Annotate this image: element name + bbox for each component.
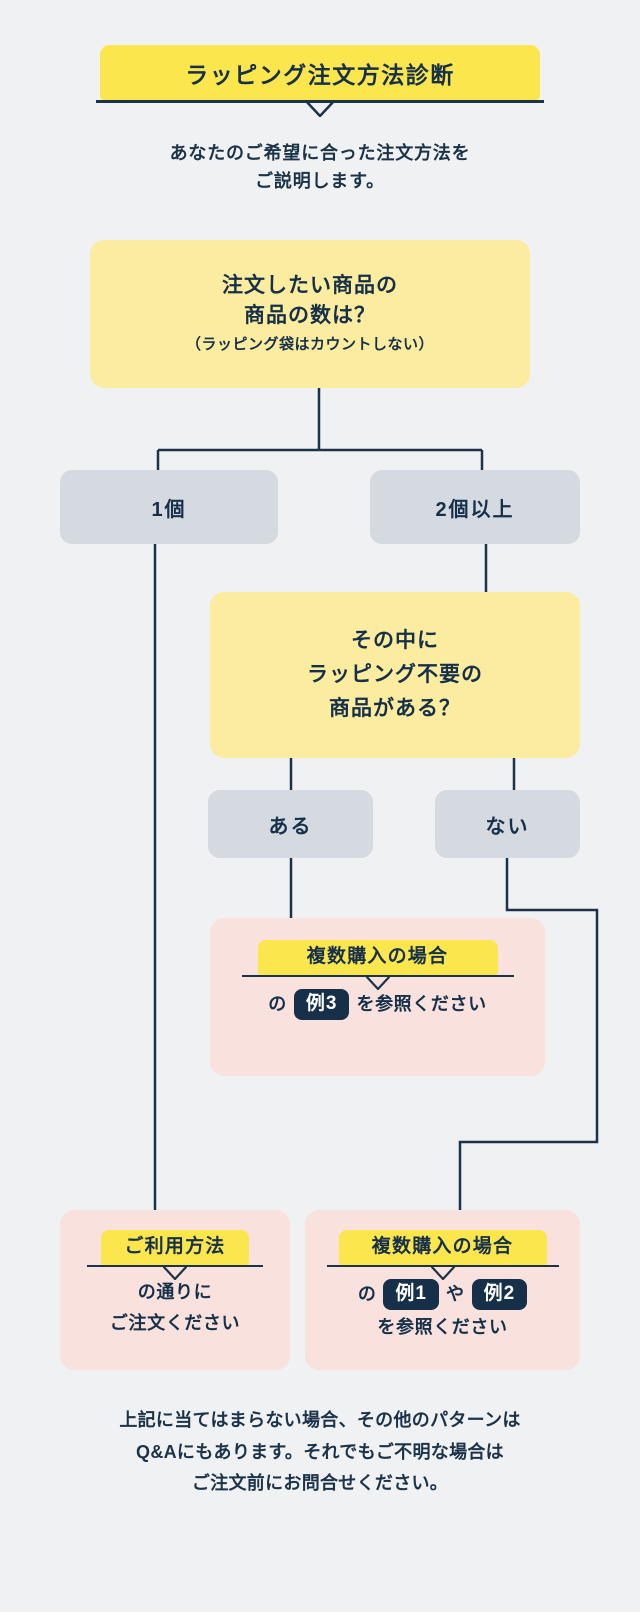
question-box-item-count: 注文したい商品の 商品の数は？ （ラッピング袋はカウントしない） [90, 240, 530, 388]
result-mid-text: の 例3 を参照ください [268, 988, 487, 1021]
result-right-pill-example2[interactable]: 例2 [471, 1278, 528, 1311]
result-right-conj: や [446, 1284, 465, 1305]
answer-many-label: 2個以上 [435, 498, 515, 521]
answer-one-label: 1個 [151, 498, 187, 521]
page-title: ラッピング注文方法診断 [185, 61, 455, 88]
title-notch-icon [306, 101, 334, 117]
result-mid-chip-group: 複数購入の場合 [241, 940, 514, 990]
result-left-line-1: の通りに [137, 1281, 213, 1302]
result-box-example-1-2: 複数購入の場合 の 例1 や 例2 を参照ください [305, 1210, 580, 1370]
result-right-line-1: の 例1 や 例2 [357, 1278, 528, 1311]
result-right-pill-example1[interactable]: 例1 [383, 1278, 439, 1311]
lead-line-2: ご説明します。 [255, 170, 385, 191]
q1-line-1: 注文したい商品の [222, 273, 398, 297]
result-box-example-3: 複数購入の場合 の 例3 を参照ください [210, 918, 545, 1076]
footer-line-2: Q&Aにもあります。それでもご不明な場合は [136, 1441, 504, 1462]
result-left-notch-icon [163, 1265, 187, 1280]
result-box-usage-guide: ご利用方法 の通りに ご注文ください [60, 1210, 290, 1370]
result-mid-pill-example3[interactable]: 例3 [293, 988, 350, 1021]
result-left-text: の通りに ご注文ください [110, 1279, 240, 1337]
answer-box-one-item[interactable]: 1個 [60, 470, 278, 544]
title-underline [96, 100, 544, 103]
result-left-line-2: ご注文ください [109, 1312, 241, 1333]
result-right-line-2: を参照ください [377, 1314, 507, 1341]
answer-box-no[interactable]: ない [435, 790, 580, 858]
result-mid-line-1: の 例3 を参照ください [268, 988, 487, 1021]
result-left-chip-label: ご利用方法 [101, 1230, 249, 1265]
answer-yes-label: ある [268, 815, 313, 838]
q2-line-1: その中に [351, 628, 439, 652]
result-mid-chip-rule [241, 974, 514, 977]
result-right-text: の 例1 や 例2 を参照ください [357, 1278, 528, 1342]
page-title-banner: ラッピング注文方法診断 [100, 45, 540, 100]
q1-line-3: （ラッピング袋はカウントしない） [185, 335, 434, 353]
result-mid-notch-icon [365, 975, 390, 990]
result-left-chip-group: ご利用方法 [87, 1230, 263, 1280]
result-mid-prefix: の [268, 994, 287, 1015]
footer-line-1: 上記に当てはまらない場合、その他のパターンは [119, 1410, 521, 1430]
footer-line-3: ご注文前にお問合せください。 [191, 1473, 449, 1493]
result-mid-chip-label: 複数購入の場合 [257, 940, 498, 975]
q2-line-2: ラッピング不要の [307, 662, 483, 686]
result-mid-suffix: を参照ください [356, 994, 487, 1015]
answer-box-yes[interactable]: ある [208, 790, 373, 858]
result-right-chip-group: 複数購入の場合 [326, 1230, 559, 1280]
lead-text: あなたのご希望に合った注文方法を ご説明します。 [70, 140, 570, 196]
result-right-suffix: を参照ください [377, 1317, 508, 1338]
q2-line-3: 商品がある？ [329, 697, 461, 720]
answer-no-label: ない [485, 815, 530, 838]
footer-note: 上記に当てはまらない場合、その他のパターンは Q&Aにもあります。それでもご不明… [20, 1405, 620, 1500]
result-left-chip-rule [87, 1264, 263, 1267]
q1-line-2: 商品の数は？ [244, 304, 376, 328]
result-right-chip-label: 複数購入の場合 [338, 1230, 547, 1265]
lead-line-1: あなたのご希望に合った注文方法を [169, 143, 471, 163]
answer-box-two-or-more[interactable]: 2個以上 [370, 470, 580, 544]
result-right-chip-rule [326, 1264, 559, 1267]
result-right-notch-icon [430, 1265, 455, 1280]
result-right-prefix: の [357, 1284, 377, 1305]
question-box-no-wrap-items: その中に ラッピング不要の 商品がある？ [210, 592, 580, 758]
